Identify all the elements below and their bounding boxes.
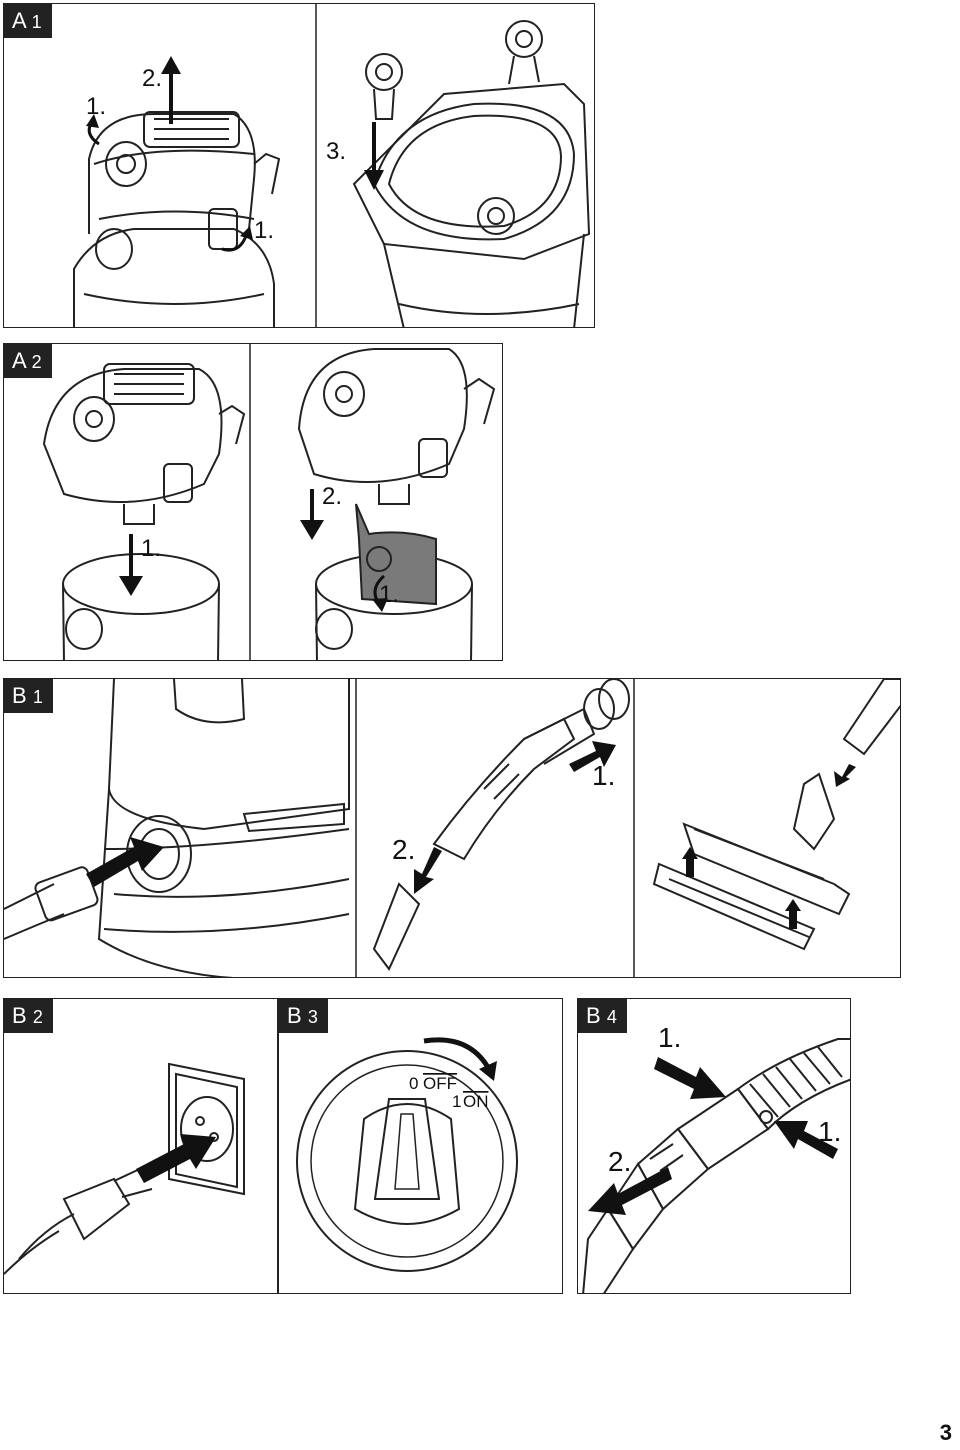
arrow-right-icon [136, 1134, 216, 1183]
panel-a1: 2. 1. 1. 3. A 1 [3, 3, 595, 328]
section-tag-a1: A 1 [4, 4, 52, 38]
arrow-down-icon [834, 764, 856, 787]
arrow-down-icon [119, 534, 143, 596]
arrow-right-icon [86, 837, 164, 887]
panel-b1: 1. 2. B 1 [3, 678, 901, 978]
panel-a2: 1. 2. 1. A 2 [3, 343, 503, 661]
a1-illustration: 2. 1. 1. 3. [73, 4, 591, 327]
page-number: 3 [939, 1420, 952, 1445]
arrow-up-icon [682, 847, 698, 877]
b1-illustration: 1. 2. [4, 679, 900, 977]
step-label: 1. [141, 535, 161, 562]
section-tag-b4: B 4 [578, 999, 627, 1033]
step-label: 2. [608, 1146, 631, 1177]
panel-b4: 1. 1. 2. B 4 [577, 998, 851, 1294]
arrow-down-icon [364, 122, 384, 190]
section-tag-b2: B 2 [4, 999, 53, 1033]
step-label: 1. [254, 217, 274, 244]
rotate-arrow-icon [423, 1037, 492, 1071]
curved-arrow-icon [221, 235, 248, 252]
step-label: 2. [142, 65, 162, 92]
switch-off-label: OFF [423, 1074, 457, 1093]
switch-on-label: ON [463, 1092, 489, 1111]
arrow-icon [569, 741, 616, 772]
step-label: 1. [592, 760, 615, 791]
arrow-icon [414, 847, 442, 894]
section-tag-a2: A 2 [4, 344, 52, 378]
step-label: 2. [392, 834, 415, 865]
section-tag-b1: B 1 [4, 679, 53, 713]
arrow-up-icon [785, 899, 801, 929]
arrow-left-icon [588, 1167, 672, 1215]
b4-illustration: 1. 1. 2. [582, 1022, 850, 1293]
rotary-switch[interactable] [353, 1098, 461, 1225]
b2-illustration [4, 1062, 245, 1275]
section-tag-b3: B 3 [279, 999, 328, 1033]
switch-off-number: 0 [409, 1074, 418, 1093]
arrow-icon [774, 1121, 838, 1159]
step-label: 1. [86, 93, 106, 120]
step-label: 1. [658, 1022, 681, 1053]
panel-b3: 0 OFF 1 ON B 3 [278, 998, 563, 1294]
step-label: 1. [379, 581, 399, 608]
step-label: 1. [818, 1116, 841, 1147]
panel-b2: B 2 [3, 998, 278, 1294]
arrow-icon [654, 1057, 726, 1099]
b3-illustration: 0 OFF 1 ON [296, 1037, 518, 1272]
step-label: 2. [322, 483, 342, 510]
a2-illustration: 1. 2. 1. [42, 344, 496, 660]
arrow-up-icon [161, 56, 181, 124]
filter-bag [355, 503, 437, 606]
arrow-down-icon [300, 489, 324, 540]
switch-on-number: 1 [452, 1092, 461, 1111]
step-label: 3. [326, 138, 346, 165]
